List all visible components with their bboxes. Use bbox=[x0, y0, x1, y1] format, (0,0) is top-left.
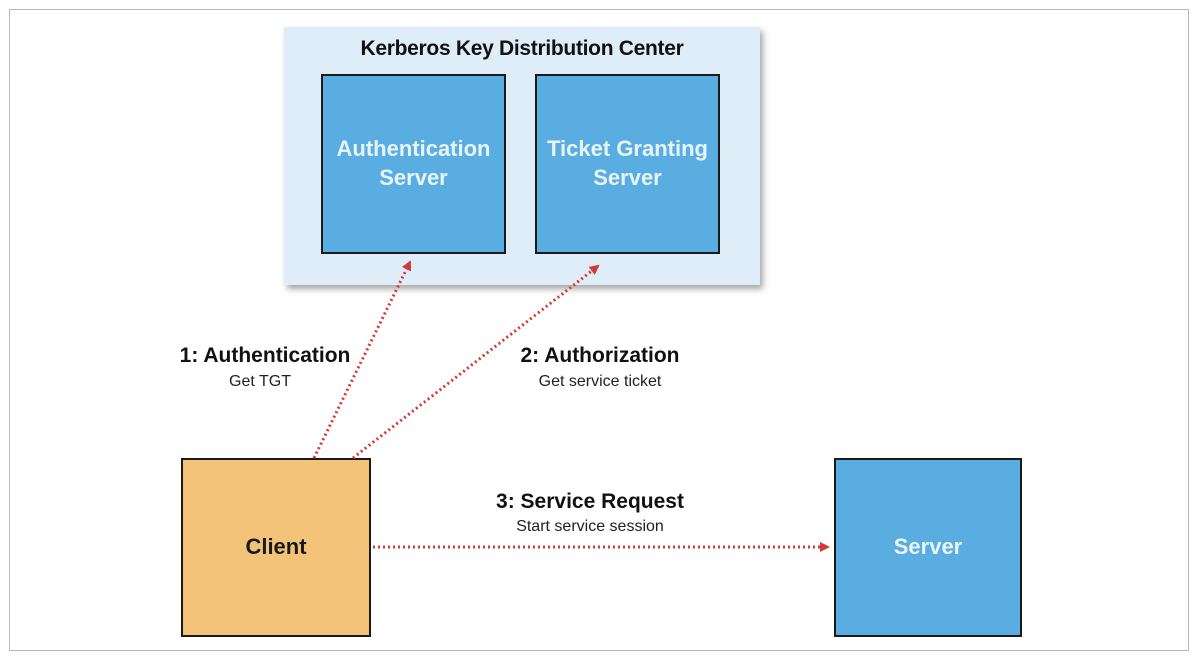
ticket-granting-server-box: Ticket Granting Server bbox=[535, 74, 720, 254]
client-box: Client bbox=[181, 458, 371, 637]
server-label: Server bbox=[893, 534, 963, 560]
step-2-subtitle: Get service ticket bbox=[538, 373, 662, 390]
step-3-title: 3: Service Request bbox=[496, 490, 684, 513]
step-1-subtitle: Get TGT bbox=[229, 373, 291, 390]
step-1-title: 1: Authentication bbox=[179, 344, 351, 367]
kdc-title: Kerberos Key Distribution Center bbox=[360, 37, 684, 60]
step-2-title: 2: Authorization bbox=[520, 344, 680, 367]
authentication-server-box: Authentication Server bbox=[321, 74, 506, 254]
authentication-server-label: Authentication Server bbox=[336, 136, 491, 190]
ticket-granting-server-label: Ticket Granting Server bbox=[547, 136, 708, 190]
client-label: Client bbox=[245, 534, 307, 560]
server-box: Server bbox=[834, 458, 1022, 637]
step-3-subtitle: Start service session bbox=[516, 518, 664, 535]
